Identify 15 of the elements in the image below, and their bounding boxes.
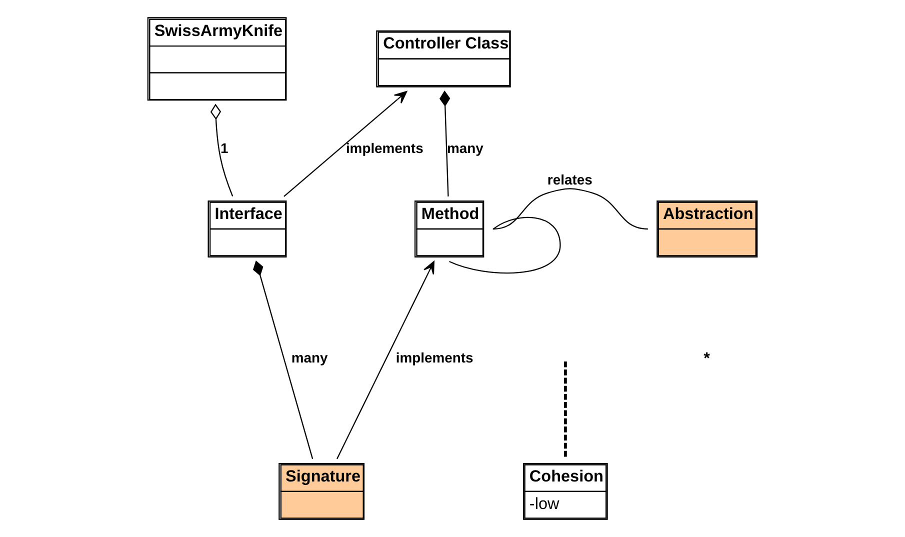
edge-label: implements xyxy=(346,140,424,156)
edge-label: many xyxy=(446,140,484,156)
connector xyxy=(564,362,567,459)
edge-label: relates xyxy=(547,171,592,188)
connector xyxy=(449,216,561,274)
label: * xyxy=(704,349,710,368)
arrow xyxy=(284,91,408,197)
connector xyxy=(492,188,648,230)
edge-label: many xyxy=(291,350,328,366)
arrow xyxy=(336,260,434,460)
connector xyxy=(210,104,234,196)
connector xyxy=(252,260,314,459)
connector xyxy=(440,90,450,196)
edge-label: 1 xyxy=(220,140,228,156)
edge-label: implements xyxy=(396,350,474,366)
